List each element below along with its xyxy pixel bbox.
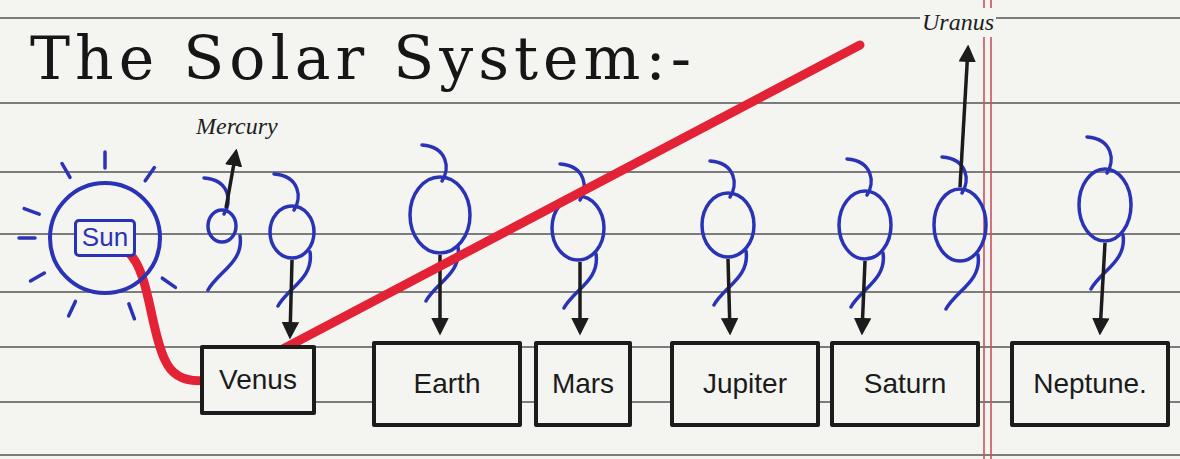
page-title: The Solar System:- xyxy=(26,23,700,93)
planet-box: Earth xyxy=(372,341,522,427)
node-text: Earth xyxy=(414,368,481,400)
sun-ray xyxy=(24,209,39,215)
circle-outline xyxy=(50,183,160,293)
orbit-swoosh xyxy=(278,252,310,306)
title-block: The Solar System:- xyxy=(26,22,700,94)
orbit-swoosh xyxy=(847,159,871,195)
node-text: Jupiter xyxy=(703,368,787,400)
leader-arrow xyxy=(226,152,236,208)
planet-label: Mercury xyxy=(194,112,280,141)
orbit-swoosh xyxy=(204,178,228,214)
orbit-swoosh xyxy=(1087,137,1111,173)
orbit-swoosh xyxy=(422,145,446,181)
sun-ray xyxy=(19,236,35,240)
planet-venus xyxy=(270,206,314,258)
planet-box: Jupiter xyxy=(670,341,820,427)
ruled-line xyxy=(0,171,1180,173)
orbit-swoosh xyxy=(710,161,734,197)
sun-ray xyxy=(162,278,175,287)
pointer-arrow xyxy=(1100,243,1105,332)
sun-circle: Sun xyxy=(47,180,163,296)
node-text: Neptune. xyxy=(1033,368,1147,400)
orbit-swoosh xyxy=(946,255,978,309)
ruled-line xyxy=(0,454,1180,456)
sun-ray xyxy=(62,164,70,178)
node-text: Venus xyxy=(219,364,297,396)
node-text: Sun xyxy=(74,219,136,257)
sun-ray xyxy=(103,152,107,168)
node-text: Mars xyxy=(552,368,614,400)
sun-ray xyxy=(69,301,76,316)
orbit-swoosh xyxy=(851,253,883,307)
sun-ray xyxy=(129,304,135,319)
planet-uranus xyxy=(934,189,986,261)
ruled-line xyxy=(0,102,1180,104)
node-text: Saturn xyxy=(864,368,947,400)
pointer-arrow xyxy=(290,260,292,336)
planet-jupiter xyxy=(702,193,754,257)
planet-box: Saturn xyxy=(830,341,980,427)
orbit-swoosh xyxy=(1091,235,1123,289)
pointer-arrow xyxy=(578,262,582,332)
planet-saturn xyxy=(839,191,891,259)
leader-arrow xyxy=(960,48,968,187)
planet-neptune xyxy=(1079,169,1131,241)
ruled-line xyxy=(0,17,1180,19)
planet-box: Mars xyxy=(534,341,632,427)
margin-line xyxy=(990,0,992,459)
sun-rays xyxy=(19,152,175,319)
pointer-arrow xyxy=(728,259,730,332)
planet-box: Venus xyxy=(200,345,316,415)
orbit-swoosh xyxy=(208,236,240,290)
planet-mercury xyxy=(208,210,236,242)
pointer-arrow xyxy=(862,261,865,332)
sun-ray xyxy=(145,168,154,181)
planet-box: Neptune. xyxy=(1010,341,1170,427)
ruled-line xyxy=(0,291,1180,293)
planet-earth xyxy=(410,177,470,253)
ruled-line xyxy=(0,233,1180,235)
sun-ray xyxy=(31,273,45,281)
ruled-lines xyxy=(0,18,1180,455)
orbit-swoosh xyxy=(274,174,298,210)
planets xyxy=(204,137,1131,309)
red-marker-stroke xyxy=(128,45,860,381)
planet-label: Uranus xyxy=(920,8,996,37)
